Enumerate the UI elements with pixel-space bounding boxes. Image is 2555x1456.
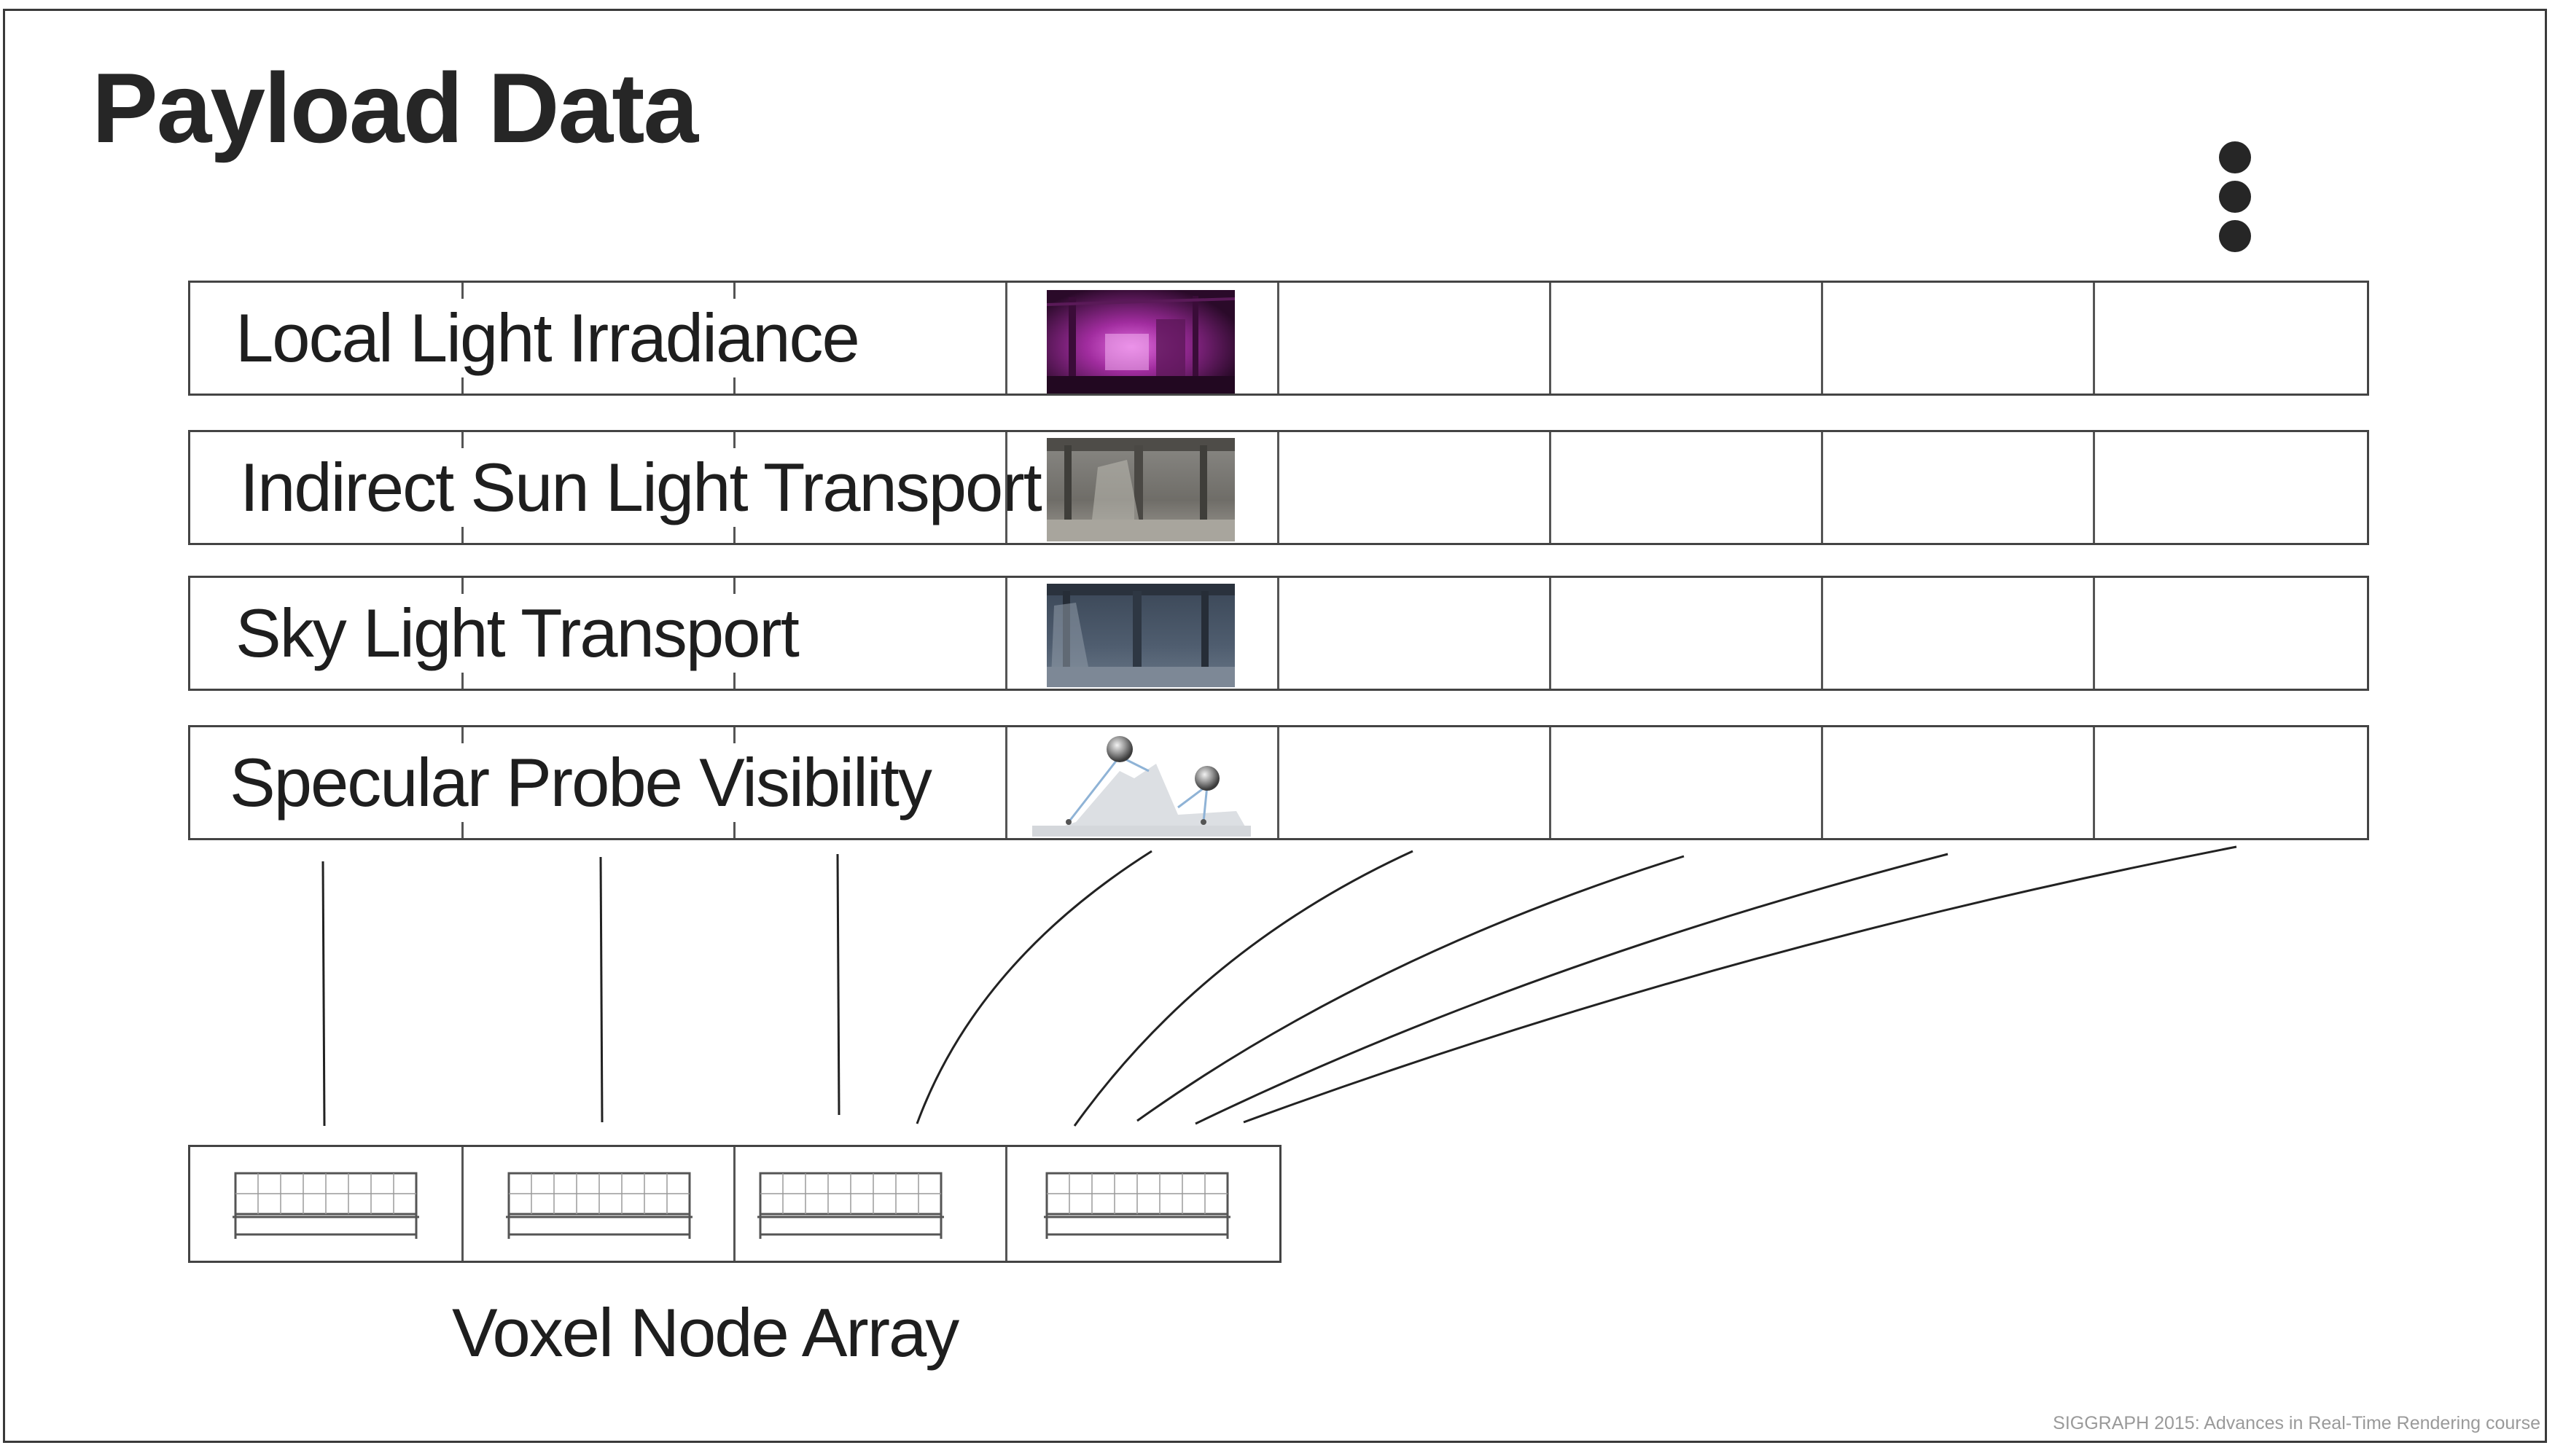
payload-row-local-light-irradiance: Local Light Irradiance — [188, 281, 2369, 396]
tick-mark — [733, 432, 736, 448]
row-label: Indirect Sun Light Transport — [240, 449, 1042, 525]
voxel-node-cell — [190, 1147, 461, 1261]
tick-mark — [461, 727, 464, 743]
cell-divider — [1549, 727, 1551, 838]
voxel-node-cell — [736, 1147, 1007, 1261]
payload-row-sky-light-transport: Sky Light Transport — [188, 576, 2369, 691]
connector-line — [1136, 855, 1685, 1122]
tick-mark — [461, 377, 464, 394]
thumbnail-local-light — [1047, 290, 1235, 394]
tick-mark — [461, 578, 464, 594]
cell-divider — [1005, 1147, 1007, 1261]
slide-frame — [3, 9, 2547, 1443]
connector-line — [1243, 845, 2237, 1124]
connector-line — [321, 861, 326, 1127]
payload-row-specular-probe-visibility: Specular Probe Visibility — [188, 725, 2369, 840]
tick-mark — [461, 432, 464, 448]
thumbnail-specular-probes — [1032, 727, 1251, 837]
voxel-grid-icon — [1044, 1172, 1230, 1239]
cell-divider — [1005, 432, 1007, 543]
cell-divider — [2093, 283, 2095, 394]
cell-divider — [1005, 283, 1007, 394]
cell-divider — [2093, 432, 2095, 543]
tick-mark — [733, 727, 736, 743]
cell-divider — [1277, 727, 1279, 838]
connector-line — [1195, 853, 1949, 1125]
voxel-grid-icon — [757, 1172, 944, 1239]
voxel-node-cell — [464, 1147, 735, 1261]
cell-divider — [1277, 578, 1279, 689]
connector-line — [836, 853, 840, 1116]
tick-mark — [733, 283, 736, 299]
cell-divider — [1277, 283, 1279, 394]
cell-divider — [1821, 578, 1823, 689]
slide-title: Payload Data — [92, 52, 698, 163]
cell-divider — [1005, 578, 1007, 689]
connector-line — [916, 850, 1152, 1124]
voxel-node-array — [188, 1145, 1282, 1263]
tick-mark — [461, 283, 464, 299]
row-label: Local Light Irradiance — [235, 300, 860, 376]
cell-divider — [2093, 727, 2095, 838]
voxel-grid-icon — [233, 1172, 419, 1239]
tick-mark — [733, 822, 736, 838]
cell-divider — [1549, 283, 1551, 394]
tick-mark — [733, 377, 736, 394]
row-label: Specular Probe Visibility — [230, 744, 932, 821]
payload-row-indirect-sun-light-transport: Indirect Sun Light Transport — [188, 430, 2369, 545]
cell-divider — [1549, 432, 1551, 543]
cell-divider — [1277, 432, 1279, 543]
tick-mark — [733, 673, 736, 689]
thumbnail-sky-light — [1047, 584, 1235, 687]
connector-line — [599, 856, 604, 1123]
cell-divider — [1821, 283, 1823, 394]
tick-mark — [733, 527, 736, 543]
slide-footer: SIGGRAPH 2015: Advances in Real-Time Ren… — [2053, 1413, 2540, 1433]
voxel-array-label: Voxel Node Array — [452, 1294, 959, 1371]
tick-mark — [461, 527, 464, 543]
tick-mark — [461, 673, 464, 689]
thumbnail-indirect-sun — [1047, 438, 1235, 541]
tick-mark — [461, 822, 464, 838]
tick-mark — [733, 578, 736, 594]
voxel-node-cell — [1007, 1147, 1279, 1261]
cell-divider — [461, 1147, 464, 1261]
cell-divider — [2093, 578, 2095, 689]
voxel-grid-icon — [506, 1172, 693, 1239]
cell-divider — [1821, 727, 1823, 838]
cell-divider — [1821, 432, 1823, 543]
vertical-ellipsis-icon — [2219, 141, 2251, 252]
row-label: Sky Light Transport — [235, 595, 800, 671]
cell-divider — [1549, 578, 1551, 689]
cell-divider — [733, 1147, 736, 1261]
connector-line — [1073, 850, 1413, 1127]
cell-divider — [1005, 727, 1007, 838]
